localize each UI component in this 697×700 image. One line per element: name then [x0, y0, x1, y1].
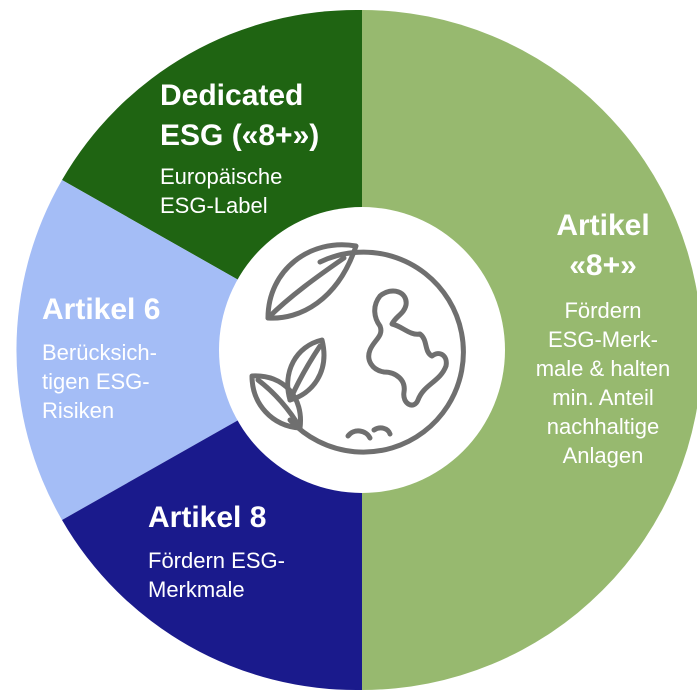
dedicated-esg-title-line1: Dedicated — [160, 79, 304, 112]
artikel-8-body-line: Merkmale — [148, 577, 245, 602]
artikel-8-body-line: Fördern ESG- — [148, 548, 285, 573]
artikel-6-title: Artikel 6 — [42, 293, 161, 326]
segment-artikel-6 — [16, 180, 362, 520]
artikel-8plus-title-line2: «8+» — [569, 249, 637, 282]
artikel-8plus-body-line: Fördern — [564, 298, 642, 323]
artikel-8plus-label: Artikel «8+» Fördern ESG-Merk- male & ha… — [508, 206, 697, 470]
artikel-8plus-body-line: ESG-Merk- — [548, 327, 658, 352]
dedicated-esg-title-line2: ESG («8+») — [160, 119, 320, 152]
artikel-6-body-line: Risiken — [42, 398, 115, 423]
artikel-6-body-line: tigen ESG- — [42, 369, 150, 394]
dedicated-esg-body-line1: Europäische — [160, 164, 283, 189]
globe-with-leaves-icon — [249, 242, 466, 455]
artikel-8plus-body-line: Anlagen — [562, 443, 644, 468]
artikel-8-title: Artikel 8 — [148, 501, 267, 534]
artikel-8plus-title-line1: Artikel — [556, 209, 650, 242]
artikel-6-label: Artikel 6 Berücksich- tigen ESG- Risiken — [42, 290, 212, 425]
segment-artikel-8plus — [362, 10, 697, 690]
artikel-8plus-body-line: nachhaltige — [546, 414, 660, 439]
dedicated-esg-label: Dedicated ESG («8+») Europäische ESG-Lab… — [160, 76, 360, 220]
artikel-8-label: Artikel 8 Fördern ESG- Merkmale — [148, 498, 348, 604]
artikel-6-body-line: Berücksich- — [42, 340, 157, 365]
artikel-8plus-body-line: min. Anteil — [552, 385, 654, 410]
dedicated-esg-body-line2: ESG-Label — [160, 193, 268, 218]
artikel-8plus-body-line: male & halten — [535, 356, 671, 381]
